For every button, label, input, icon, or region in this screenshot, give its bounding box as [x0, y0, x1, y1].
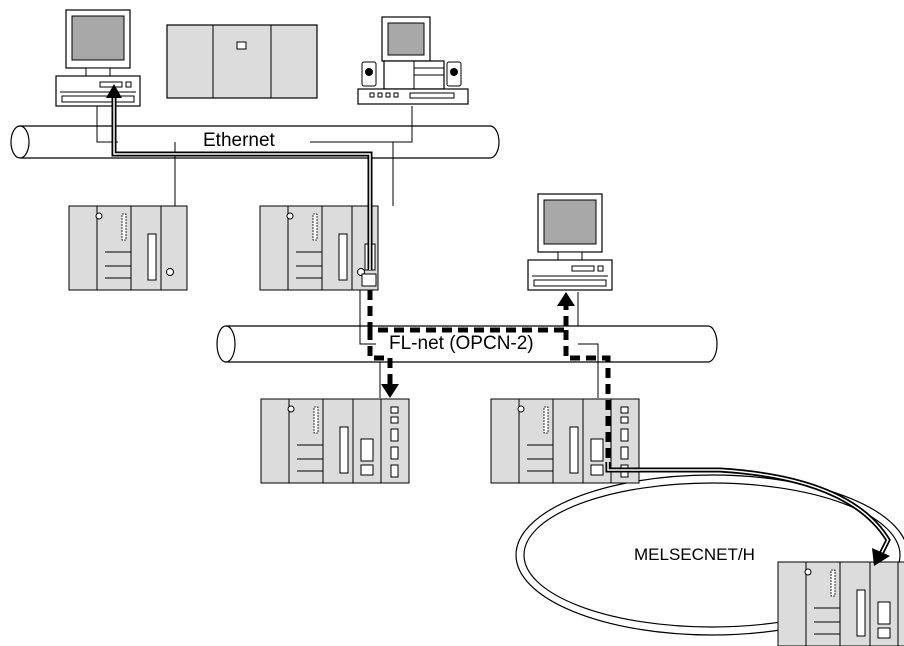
arrow-down-icon — [872, 548, 890, 566]
melsecnet-data-path — [605, 462, 891, 566]
computer-1 — [55, 9, 141, 107]
arrow-up-icon — [106, 84, 122, 98]
plc-3 — [260, 398, 410, 484]
plc-2 — [259, 205, 379, 291]
computer-3 — [527, 193, 613, 291]
flnet-data-path — [367, 290, 611, 462]
arrow-up-icon — [557, 292, 575, 306]
connection-lines — [96, 106, 599, 398]
plc-1 — [68, 205, 188, 291]
ethernet-label: Ethernet — [200, 131, 278, 150]
ethernet-data-path — [106, 84, 373, 270]
control-panel-cabinet — [166, 24, 318, 99]
plc-5 — [777, 561, 904, 646]
arrow-down-icon — [381, 384, 399, 398]
melsecnet-label: MELSECNET/H — [634, 545, 755, 564]
computer-2-with-speakers — [357, 16, 469, 105]
flnet-label: FL-net (OPCN-2) — [386, 334, 537, 353]
